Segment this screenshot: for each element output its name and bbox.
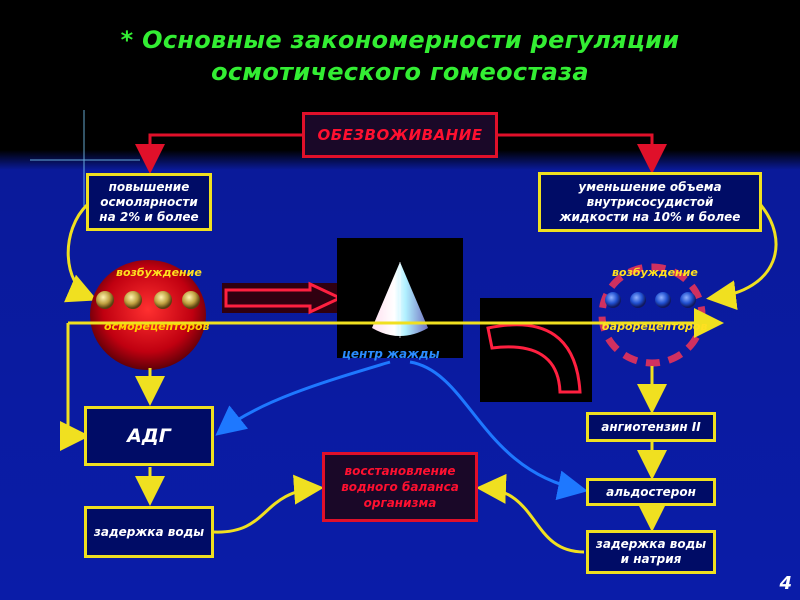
adh-label: АДГ xyxy=(127,425,171,447)
aldosterone-box: альдостерон xyxy=(586,478,716,506)
restoration-label: восстановление водного баланса организма xyxy=(341,464,459,510)
volume-decrease-box: уменьшение объема внутрисосудистой жидко… xyxy=(538,172,762,232)
dehydration-label: ОБЕЗВОЖИВАНИЕ xyxy=(317,126,483,144)
slide-title: * Основные закономерности регуляции осмо… xyxy=(120,26,680,86)
volume-decrease-label: уменьшение объема внутрисосудистой жидко… xyxy=(559,179,741,224)
osmoreceptors-label: осморецепторов xyxy=(104,320,210,333)
water-sodium-retention-box: задержка воды и натрия xyxy=(586,530,716,574)
angiotensin-box: ангиотензин II xyxy=(586,412,716,442)
water-retention-label: задержка воды xyxy=(93,525,205,539)
red-neon-arrow xyxy=(222,281,344,315)
thirst-center-label: центр жажды xyxy=(342,347,440,361)
osmolarity-increase-label: повышение осмолярности на 2% и более xyxy=(99,179,199,224)
osmoreceptor-disk xyxy=(90,260,206,370)
water-sodium-retention-label: задержка воды и натрия xyxy=(595,537,707,566)
restoration-box: восстановление водного баланса организма xyxy=(322,452,478,522)
angiotensin-label: ангиотензин II xyxy=(601,420,701,434)
right-excitation-label: возбуждение xyxy=(612,266,698,279)
osmolarity-increase-box: повышение осмолярности на 2% и более xyxy=(86,173,212,231)
red-neon-arc xyxy=(480,298,592,402)
adh-box: АДГ xyxy=(84,406,214,466)
sparkle-decoration xyxy=(30,110,140,210)
left-excitation-label: возбуждение xyxy=(116,266,202,279)
dehydration-box: ОБЕЗВОЖИВАНИЕ xyxy=(302,112,498,158)
baroreceptors-label: барорецепторов xyxy=(602,320,708,333)
thirst-center-cone xyxy=(337,238,463,358)
water-retention-box: задержка воды xyxy=(84,506,214,558)
aldosterone-label: альдостерон xyxy=(606,485,696,499)
page-number: 4 xyxy=(779,573,792,594)
baroreceptor-ring xyxy=(598,263,706,367)
